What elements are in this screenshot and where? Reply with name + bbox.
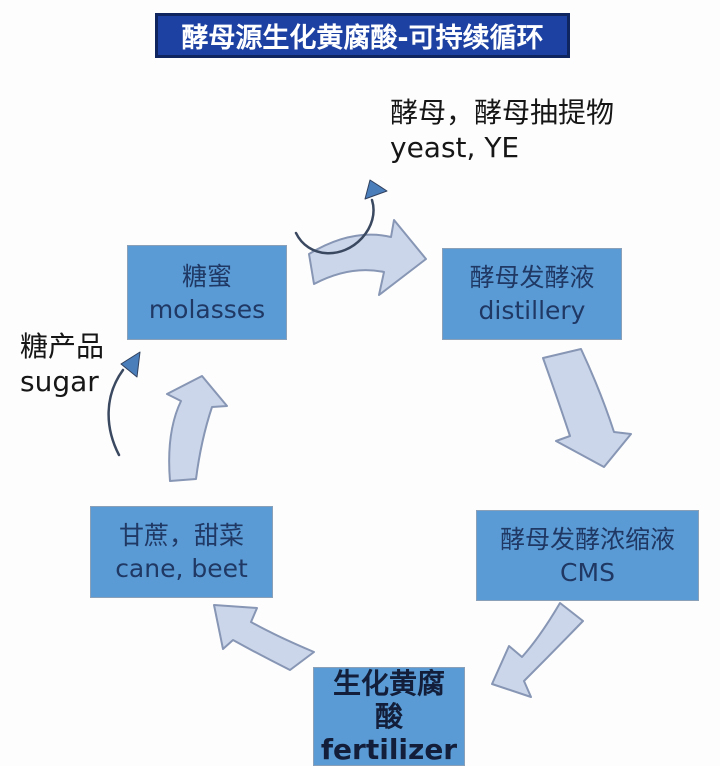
node-fertilizer-cn-2: 酸 <box>374 700 403 733</box>
sugar-label-cn: 糖产品 <box>20 330 105 363</box>
node-distillery: 酵母发酵液 distillery <box>442 248 622 340</box>
block-arrow-cms-to-fertilizer <box>491 602 584 698</box>
node-fertilizer-cn-1: 生化黄腐 <box>332 667 445 700</box>
node-cane-beet-cn: 甘蔗，甜菜 <box>118 521 244 550</box>
node-distillery-en: distillery <box>478 296 586 325</box>
node-cms-en: CMS <box>560 557 615 587</box>
yeast-label-en: yeast, YE <box>390 131 520 164</box>
curved-arrow-to-yeast-label <box>294 179 388 255</box>
node-cms-cn: 酵母发酵浓缩液 <box>499 524 675 554</box>
sugar-output-label: 糖产品 sugar <box>20 329 104 399</box>
node-distillery-cn: 酵母发酵液 <box>469 263 595 292</box>
title-banner: 酵母源生化黄腐酸-可持续循环 <box>155 13 570 58</box>
node-molasses: 糖蜜 molasses <box>127 245 287 340</box>
block-arrow-fertilizer-to-cane-beet <box>213 604 315 671</box>
node-cms: 酵母发酵浓缩液 CMS <box>476 510 699 601</box>
yeast-output-label: 酵母，酵母抽提物 yeast, YE <box>390 95 614 165</box>
curved-arrow-to-sugar-label <box>107 351 141 457</box>
node-cane-beet: 甘蔗，甜菜 cane, beet <box>90 506 273 598</box>
page-title: 酵母源生化黄腐酸-可持续循环 <box>181 23 544 54</box>
sugar-label-en: sugar <box>20 365 99 398</box>
block-arrow-molasses-to-distillery <box>308 219 427 296</box>
node-cane-beet-en: cane, beet <box>115 554 248 583</box>
block-arrow-cane-beet-to-molasses <box>166 375 228 482</box>
block-arrow-distillery-to-cms <box>542 348 632 468</box>
node-fertilizer: 生化黄腐 酸 fertilizer <box>313 667 465 766</box>
node-molasses-en: molasses <box>148 294 266 324</box>
node-fertilizer-en: fertilizer <box>320 733 458 766</box>
yeast-label-cn: 酵母，酵母抽提物 <box>390 96 615 129</box>
node-molasses-cn: 糖蜜 <box>181 261 232 291</box>
